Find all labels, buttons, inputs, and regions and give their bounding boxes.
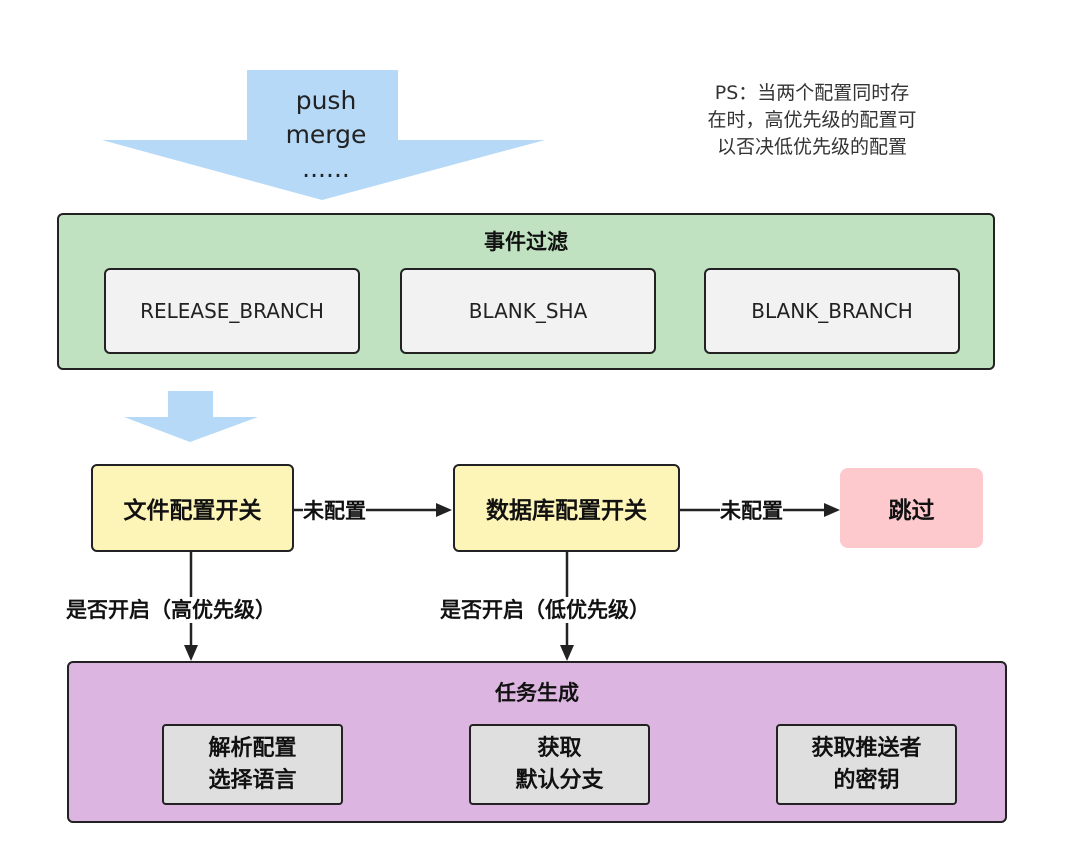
filter-blank-branch: BLANK_BRANCH xyxy=(704,268,960,354)
task-line: 获取 xyxy=(537,735,582,761)
task-line: 选择语言 xyxy=(208,767,297,793)
filter-release-branch: RELEASE_BRANCH xyxy=(104,268,360,354)
db-config-switch: 数据库配置开关 xyxy=(453,464,680,552)
task-line: 的密钥 xyxy=(833,767,900,793)
arrowhead-db-to-skip xyxy=(824,503,840,517)
priority-note: PS：当两个配置同时存 在时，高优先级的配置可 以否决低优先级的配置 xyxy=(672,80,952,161)
file-config-switch: 文件配置开关 xyxy=(91,464,294,552)
task-get-pusher-key: 获取推送者 的密钥 xyxy=(776,724,957,805)
event-filter-title: 事件过滤 xyxy=(484,230,568,254)
filter-blank-sha: BLANK_SHA xyxy=(400,268,656,354)
note-line: 在时，高优先级的配置可 xyxy=(707,109,917,131)
task-get-default-branch: 获取 默认分支 xyxy=(469,724,650,805)
task-line: 默认分支 xyxy=(515,767,604,793)
label-db-enabled-low-priority: 是否开启（低优先级） xyxy=(440,597,650,623)
label-file-not-configured: 未配置 xyxy=(303,498,366,524)
task-generation-title: 任务生成 xyxy=(495,681,579,705)
arrowhead-file-to-db xyxy=(436,503,452,517)
flow-down-arrow xyxy=(124,391,258,442)
note-line: PS：当两个配置同时存 xyxy=(714,82,910,104)
trigger-merge: merge xyxy=(285,120,367,149)
task-line: 获取推送者 xyxy=(811,735,922,761)
trigger-events: push merge ...... xyxy=(266,84,386,186)
trigger-arrow xyxy=(102,70,545,200)
trigger-push: push xyxy=(295,86,357,115)
note-line: 以否决低优先级的配置 xyxy=(716,136,907,158)
arrowhead-db-to-task xyxy=(560,645,574,661)
trigger-ellipsis: ...... xyxy=(302,154,350,183)
task-parse-config: 解析配置 选择语言 xyxy=(162,724,343,805)
arrowhead-file-to-task xyxy=(184,645,198,661)
label-db-not-configured: 未配置 xyxy=(720,498,783,524)
task-line: 解析配置 xyxy=(208,735,297,761)
label-file-enabled-high-priority: 是否开启（高优先级） xyxy=(66,597,276,623)
skip-node: 跳过 xyxy=(840,468,983,548)
